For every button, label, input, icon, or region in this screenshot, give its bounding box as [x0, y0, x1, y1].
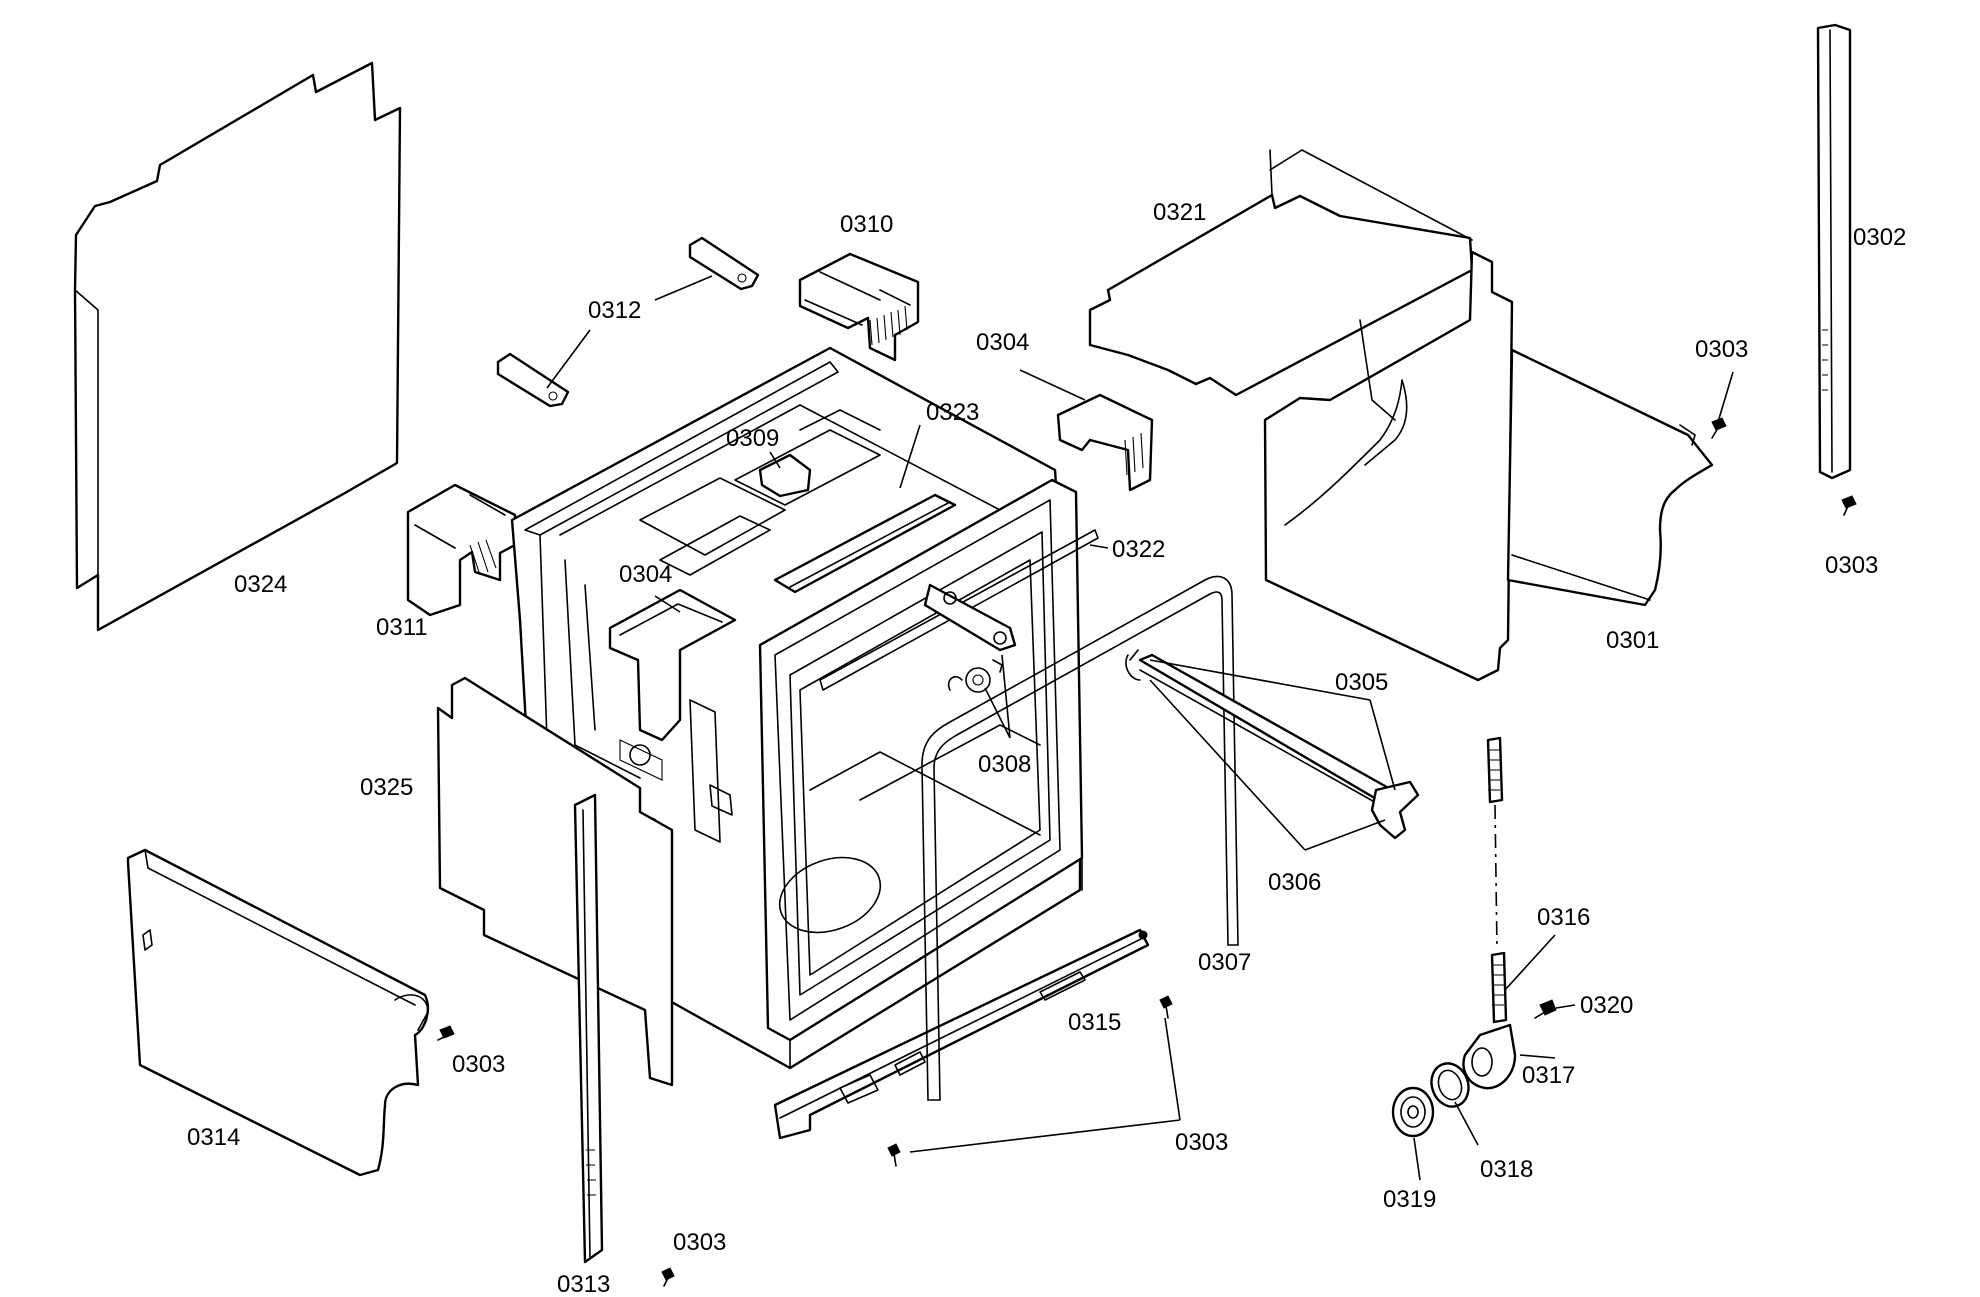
part-0301-side-panel [1506, 348, 1714, 607]
part-0317-drain-elbow [1462, 1023, 1517, 1090]
label-0306: 0306 [1268, 869, 1321, 896]
label-0310: 0310 [840, 211, 893, 238]
part-0314-toe-panel [126, 848, 429, 1177]
label-0302: 0302 [1853, 224, 1906, 251]
label-0316: 0316 [1537, 904, 1590, 931]
label-0303-e: 0303 [673, 1229, 726, 1256]
label-0319: 0319 [1383, 1186, 1436, 1213]
label-0317: 0317 [1522, 1062, 1575, 1089]
label-0304-a: 0304 [976, 329, 1029, 356]
part-0315-kick-plate [773, 928, 1150, 1140]
part-0307-door-seal [921, 575, 1239, 1101]
part-0304-bracket-left [608, 588, 737, 781]
label-0325: 0325 [360, 774, 413, 801]
label-0311: 0311 [376, 614, 428, 641]
part-0316-drain-hose [1486, 736, 1508, 1024]
label-0303-c: 0303 [452, 1051, 505, 1078]
part-tub-body [510, 346, 1099, 1070]
label-0322: 0322 [1112, 536, 1165, 563]
part-0303-screws [437, 417, 1857, 1287]
label-0312: 0312 [588, 297, 641, 324]
part-0325-side-panel [436, 676, 674, 1087]
label-0303-a: 0303 [1695, 336, 1748, 363]
part-0310-hinge-block [798, 252, 920, 362]
part-0324-back-panel [73, 61, 402, 632]
label-0323: 0323 [926, 399, 979, 426]
part-0321-side-blanket [1263, 250, 1514, 682]
label-0324: 0324 [234, 571, 287, 598]
part-0320-screw [1534, 999, 1557, 1019]
label-0301: 0301 [1606, 627, 1659, 654]
part-0319-cap [1391, 1086, 1435, 1138]
label-0305: 0305 [1335, 669, 1388, 696]
part-0302-trim [1816, 23, 1852, 480]
label-0318: 0318 [1480, 1156, 1533, 1183]
label-0303-b: 0303 [1825, 552, 1878, 579]
label-0307: 0307 [1198, 949, 1251, 976]
label-0320: 0320 [1580, 992, 1633, 1019]
label-0309: 0309 [726, 425, 779, 452]
label-0308: 0308 [978, 751, 1031, 778]
part-0311-hinge-block [406, 483, 517, 617]
part-0304-bracket-right [1056, 393, 1154, 492]
part-labels: 0301 0302 0303 0303 0303 0303 0303 0304 … [187, 199, 1906, 1297]
leader-lines [546, 275, 1734, 1181]
part-0305-rail [1125, 649, 1420, 840]
part-0312-brackets [496, 236, 760, 408]
label-0313: 0313 [557, 1271, 610, 1297]
label-0314: 0314 [187, 1124, 240, 1151]
label-0321: 0321 [1153, 199, 1206, 226]
part-0313-strip [573, 793, 604, 1264]
label-0303-d: 0303 [1175, 1129, 1228, 1156]
label-0304-b: 0304 [619, 561, 672, 588]
label-0315: 0315 [1068, 1009, 1121, 1036]
